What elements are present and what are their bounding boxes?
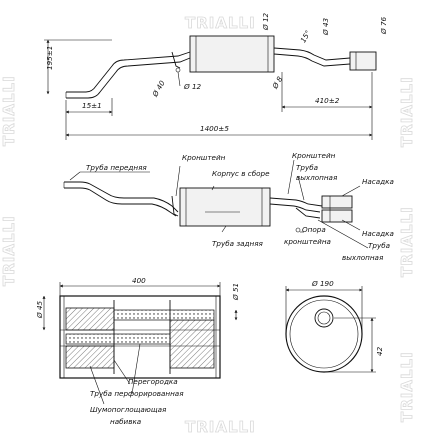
watermark-top: TRIALLI: [185, 14, 256, 32]
dim-dia-45: Ø 45: [35, 300, 44, 319]
dim-dia-51: Ø 51: [231, 283, 240, 301]
label-absorbing-1: Шумопоглощающая: [90, 405, 167, 414]
dim-angle-15: 15°: [298, 29, 312, 45]
dim-offset-right: 410±2: [315, 96, 340, 105]
absorbing-pack-right: [169, 319, 215, 369]
dim-dia-8: Ø 8: [270, 74, 285, 91]
label-exhaust-pipe-bottom-2: выхлопная: [342, 253, 384, 262]
label-support-1: Опора: [302, 225, 326, 234]
nozzle-upper: [321, 195, 353, 209]
dim-body-length: 400: [132, 276, 146, 285]
section-view: 400 Ø 45 Ø 51 Перегородка Труба перфорир…: [35, 276, 240, 426]
label-exhaust-pipe-top-2: выхлопная: [296, 173, 338, 182]
nozzle-lower: [321, 209, 353, 223]
dim-dia-76: Ø 76: [379, 16, 388, 35]
dim-dia-40: Ø 40: [150, 79, 167, 100]
nozzle-top-view: [349, 51, 377, 71]
dim-dia-43: Ø 43: [321, 17, 330, 36]
muffler-body-top: [189, 35, 275, 73]
dim-overall-length: 1400±5: [200, 124, 229, 133]
dimensioned-view: 1400±5 410±2 15±1 195±1 Ø 12 Ø 43 Ø 76 1…: [44, 12, 388, 140]
absorbing-pack-upper-left: [65, 307, 115, 331]
label-bracket-top: Кронштейн: [182, 153, 226, 162]
label-absorbing-2: набивка: [110, 417, 141, 426]
label-exhaust-pipe-bottom-1: Труба: [368, 241, 390, 250]
watermark-bottom: TRIALLI: [185, 418, 256, 436]
support-ring: [295, 227, 301, 233]
label-exhaust-pipe-top-1: Труба: [296, 163, 318, 172]
end-view: Ø 190 42: [285, 279, 384, 373]
label-front-pipe: Труба передняя: [86, 163, 147, 172]
label-perforated-pipe: Труба перфорированная: [90, 389, 184, 398]
label-bracket-right: Кронштейн: [292, 151, 336, 160]
perforated-pipe-upper: [113, 309, 215, 321]
label-nozzle-top: Насадка: [362, 177, 394, 186]
dim-dia-12b: Ø 12: [183, 82, 202, 91]
dim-dia-190: Ø 190: [311, 279, 334, 288]
watermarks: TRIALLI TRIALLI TRIALLI TRIALLI TRIALLI …: [0, 14, 416, 437]
label-partition: Перегородка: [128, 377, 178, 386]
assembly-view: Труба передняя Кронштейн Корпус в сборе …: [63, 151, 394, 262]
outlet-circle: [314, 308, 334, 328]
label-nozzle-bottom: Насадка: [362, 229, 394, 238]
watermark-left-top: TRIALLI: [0, 75, 18, 146]
dim-42: 42: [375, 346, 384, 356]
label-support-2: кронштейна: [284, 237, 331, 246]
absorbing-pack-lower-left: [65, 345, 115, 369]
dim-dia-12a: Ø 12: [261, 12, 270, 31]
perforated-pipe-middle: [65, 333, 171, 345]
label-body-assembly-1: Корпус в сборе: [212, 169, 270, 178]
dim-height-left: 195±1: [45, 46, 54, 70]
label-rear-pipe: Труба задняя: [212, 239, 264, 248]
watermark-right-top: TRIALLI: [398, 76, 416, 147]
muffler-body-assembly: [179, 187, 271, 227]
watermark-left-bottom: TRIALLI: [0, 215, 18, 286]
dim-offset-left: 15±1: [82, 101, 102, 110]
watermark-right-mid: TRIALLI: [398, 206, 416, 277]
watermark-right-bottom: TRIALLI: [398, 351, 416, 422]
body-outer-circle: [285, 295, 363, 373]
